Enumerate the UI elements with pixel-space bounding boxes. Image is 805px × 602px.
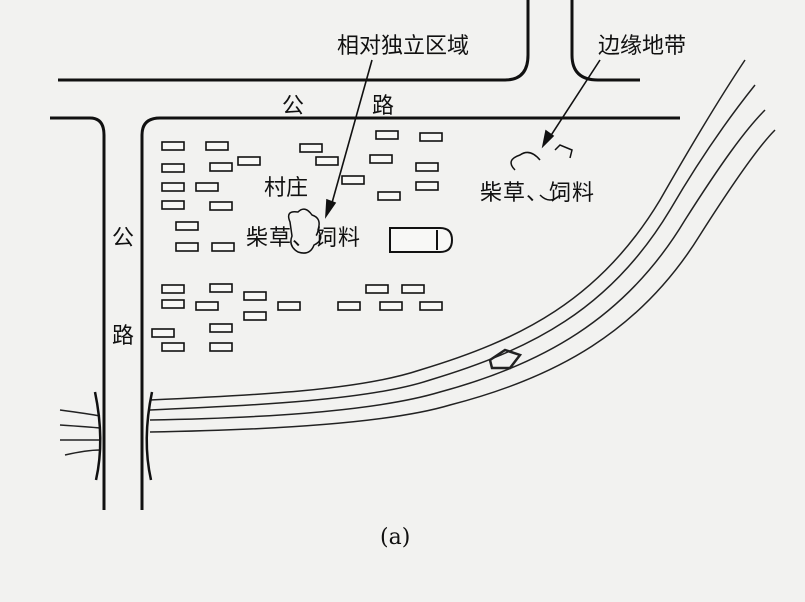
road-top-upper-edge <box>58 0 530 82</box>
house <box>205 141 229 151</box>
fodder-piles <box>287 144 573 254</box>
pointer-arrows <box>325 59 601 219</box>
houses <box>151 130 443 352</box>
house <box>209 342 233 352</box>
house <box>209 323 233 333</box>
house <box>161 284 185 294</box>
house <box>337 301 361 311</box>
figure-caption: (a) <box>380 525 411 550</box>
label-independent-area: 相对独立区域 <box>337 34 470 59</box>
house <box>209 162 233 172</box>
house <box>369 154 393 164</box>
house <box>161 299 185 309</box>
house <box>161 342 185 352</box>
house <box>209 201 233 211</box>
house <box>375 130 399 140</box>
label-road-left-1: 公 <box>112 226 135 251</box>
label-edge-zone: 边缘地带 <box>598 34 687 59</box>
house <box>365 284 389 294</box>
house <box>277 301 301 311</box>
house <box>419 132 443 142</box>
house <box>237 156 261 166</box>
road-top-lower-edge <box>50 116 106 510</box>
label-road-left-2: 路 <box>112 324 135 349</box>
house <box>341 175 365 185</box>
label-fodder-edge: 柴草、饲料 <box>480 181 596 206</box>
house <box>209 283 233 293</box>
house <box>175 221 199 231</box>
house <box>161 182 185 192</box>
label-road-top-2: 路 <box>372 94 395 119</box>
bridge <box>93 391 154 481</box>
house <box>299 143 323 153</box>
road-top-upper-edge-right <box>570 0 640 82</box>
house <box>243 311 267 321</box>
house <box>195 301 219 311</box>
house <box>379 301 403 311</box>
label-village: 村庄 <box>264 176 309 201</box>
house <box>151 328 175 338</box>
river-island <box>488 348 523 370</box>
roads <box>50 0 680 510</box>
road-inner-edge <box>140 116 680 510</box>
label-road-top-1: 公 <box>282 94 305 119</box>
house <box>415 162 439 172</box>
house <box>315 156 339 166</box>
house <box>195 182 219 192</box>
house <box>419 301 443 311</box>
house <box>161 200 185 210</box>
house <box>161 163 185 173</box>
label-fodder-inner: 柴草、饲料 <box>246 226 362 251</box>
house <box>161 141 185 151</box>
house <box>211 242 235 252</box>
river <box>59 59 776 456</box>
house <box>243 291 267 301</box>
house <box>401 284 425 294</box>
house <box>415 181 439 191</box>
house <box>175 242 199 252</box>
house <box>377 191 401 201</box>
storage-building <box>389 227 454 253</box>
